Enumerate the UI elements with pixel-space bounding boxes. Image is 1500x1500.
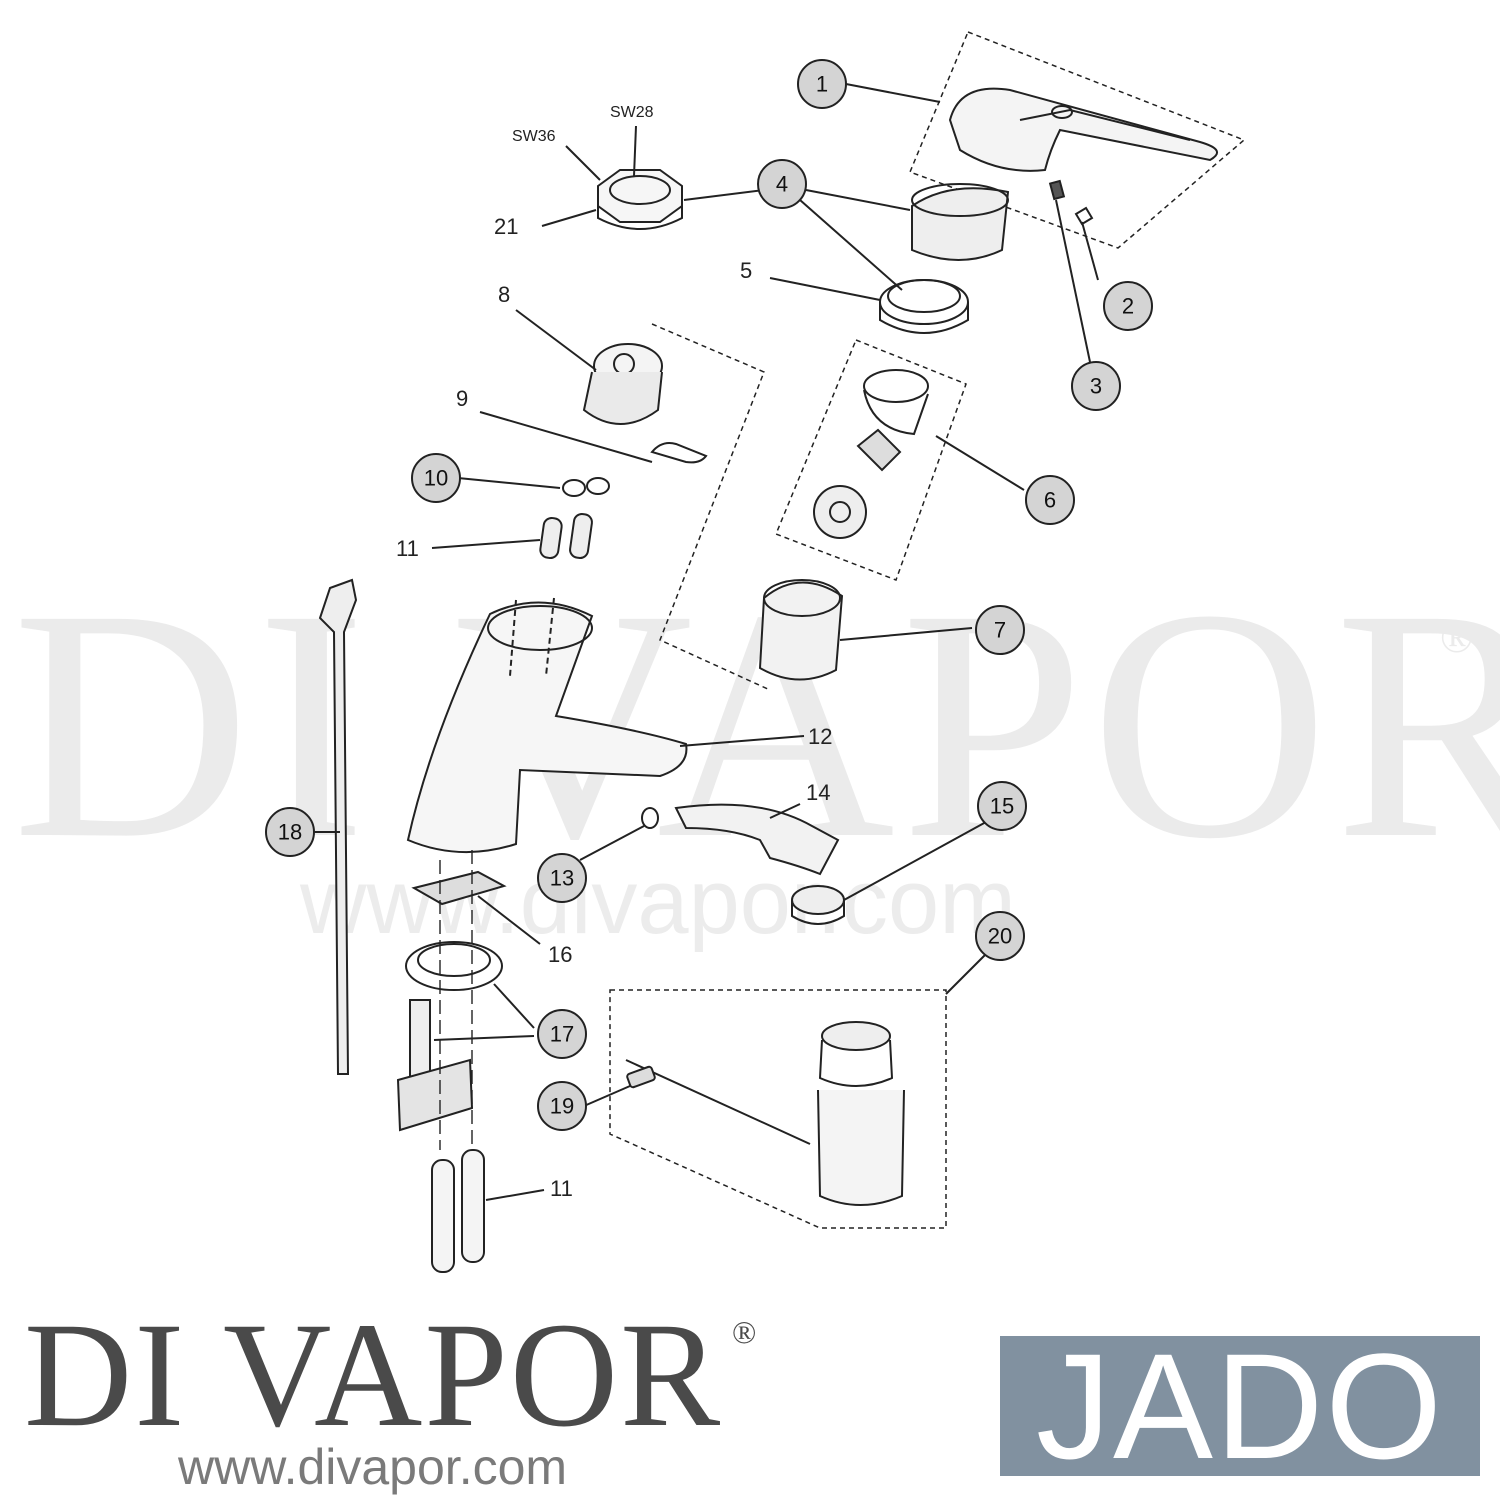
diverter-dashed-box: [775, 339, 967, 581]
aerator-15: [791, 885, 845, 915]
o-ring-13: [641, 807, 659, 829]
label-part-9: 9: [456, 386, 469, 411]
label-sw28: SW28: [610, 104, 654, 121]
callout-18-number: 18: [278, 820, 302, 845]
callout-13-circle: [537, 853, 587, 903]
callout-20-circle: [975, 911, 1025, 961]
brand-url: www.divapor.com: [178, 1439, 568, 1495]
callout-17-number: 17: [550, 1022, 574, 1047]
callout-4-number: 4: [776, 172, 788, 197]
clip-9: [650, 442, 708, 464]
label-part-11-bottom: 11: [550, 1176, 573, 1201]
callout-15-number: 15: [990, 794, 1014, 819]
tap-body-12: [406, 601, 688, 854]
callout-17-circle: [537, 1009, 587, 1059]
callout-3-number: 3: [1090, 374, 1102, 399]
callout-13-number: 13: [550, 866, 574, 891]
short-pipe-11b: [569, 512, 593, 560]
screw-3: [1048, 179, 1066, 201]
callout-6-number: 6: [1044, 488, 1056, 513]
lever-handle: [948, 87, 1219, 172]
brand-logo-text: DI VAPOR: [24, 1292, 723, 1458]
cover-cap-4: [911, 187, 1010, 261]
jado-logo: JADO: [1000, 1336, 1480, 1476]
label-part-5: 5: [740, 258, 753, 283]
callout-2-circle: [1103, 281, 1153, 331]
callout-18-circle: [265, 807, 315, 857]
callout-2-number: 2: [1122, 294, 1134, 319]
label-part-14: 14: [806, 780, 831, 805]
callout-10-circle: [411, 453, 461, 503]
o-ring-10a: [562, 479, 586, 497]
label-part-11-top: 11: [396, 536, 419, 561]
callout-19-circle: [537, 1081, 587, 1131]
washer-17: [405, 941, 503, 991]
callout-circles: [265, 59, 1153, 1131]
handle-dashed-box: [909, 31, 1246, 249]
long-pipe-11a: [431, 1159, 455, 1273]
label-part-8: 8: [498, 282, 511, 307]
long-pipe-11b: [461, 1149, 485, 1263]
label-sw36: SW36: [512, 128, 556, 145]
label-part-21: 21: [494, 214, 519, 239]
callout-4-circle: [757, 159, 807, 209]
spout-hose-14: [674, 803, 840, 876]
callout-19-number: 19: [550, 1094, 574, 1119]
short-pipe-11a: [539, 516, 563, 560]
waste-plug-20: [821, 1021, 891, 1051]
waste-dashed-box: [609, 989, 947, 1229]
o-ring-10b: [586, 477, 610, 495]
callout-1-circle: [797, 59, 847, 109]
callout-1-number: 1: [816, 72, 828, 97]
callout-10-number: 10: [424, 466, 448, 491]
label-part-12: 12: [808, 724, 833, 749]
label-part-16: 16: [548, 942, 573, 967]
callout-20-number: 20: [988, 924, 1012, 949]
callout-7-number: 7: [994, 618, 1006, 643]
cartridge-7: [758, 581, 844, 681]
mounting-plate-16: [411, 870, 507, 906]
callout-6-circle: [1025, 475, 1075, 525]
brand-registered-mark: ®: [732, 1314, 757, 1350]
hex-nut-21: [597, 169, 683, 223]
callout-7-circle: [975, 605, 1025, 655]
grub-screw-2: [1074, 206, 1094, 226]
linkage-rod-19: [626, 1065, 656, 1089]
callout-3-circle: [1071, 361, 1121, 411]
callout-15-circle: [977, 781, 1027, 831]
popup-rod-18: [318, 578, 358, 1075]
